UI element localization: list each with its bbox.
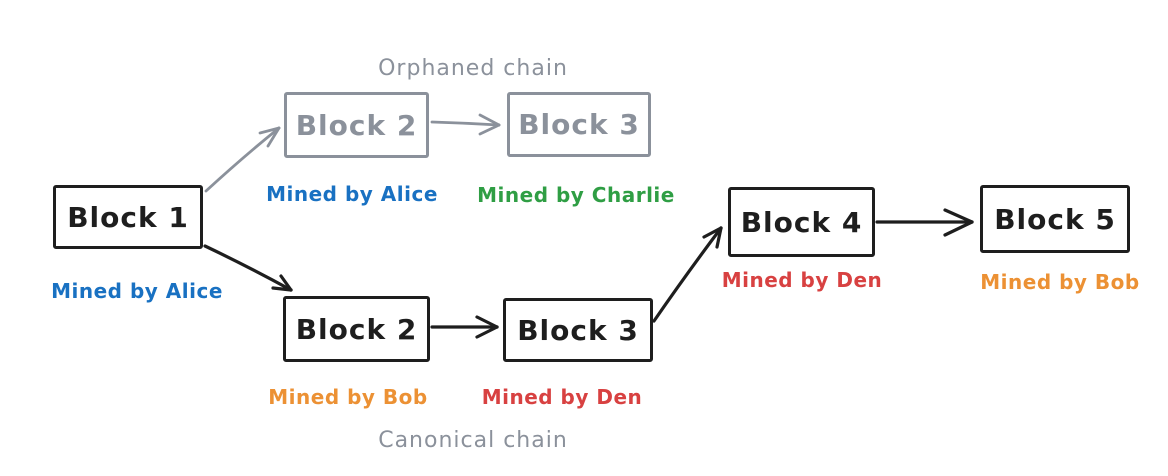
arrow-block1-to-orphaned-block2 [204,126,281,193]
arrow-block4-to-block5 [875,208,974,237]
block-1-box: Block 1 [53,185,203,249]
block-5-box: Block 5 [980,185,1130,253]
arrow-canonical-block2-to-block3 [430,315,499,339]
arrow-block3-to-block4 [652,226,723,323]
arrow-orphaned-block2-to-block3 [430,113,501,136]
canonical-block-3-label: Block 3 [517,313,639,347]
orphaned-block-2-label: Block 2 [295,108,418,142]
block-5-label: Block 5 [994,202,1116,236]
canonical-block-2-label: Block 2 [295,312,418,346]
orphaned-block-3-label: Block 3 [518,108,640,141]
orphaned-block-2-box: Block 2 [284,92,429,158]
orphaned-block-3-miner-label: Mined by Charlie [477,183,675,207]
block-4-miner-label: Mined by Den [721,268,883,292]
canonical-block-3-box: Block 3 [503,298,653,362]
block-1-label: Block 1 [67,200,189,234]
orphaned-block-3-box: Block 3 [507,92,651,157]
block-1-miner-label: Mined by Alice [51,279,223,303]
canonical-block-2-miner-label: Mined by Bob [268,385,428,409]
orphaned-chain-title: Orphaned chain [378,56,568,81]
block-4-box: Block 4 [728,187,875,257]
block-5-miner-label: Mined by Bob [980,270,1140,294]
canonical-chain-title: Canonical chain [378,428,568,453]
block-4-label: Block 4 [740,205,863,239]
orphaned-block-2-miner-label: Mined by Alice [266,182,438,206]
arrow-block1-to-canonical-block2 [203,244,293,292]
canonical-block-3-miner-label: Mined by Den [481,385,643,409]
canonical-block-2-box: Block 2 [283,296,430,362]
